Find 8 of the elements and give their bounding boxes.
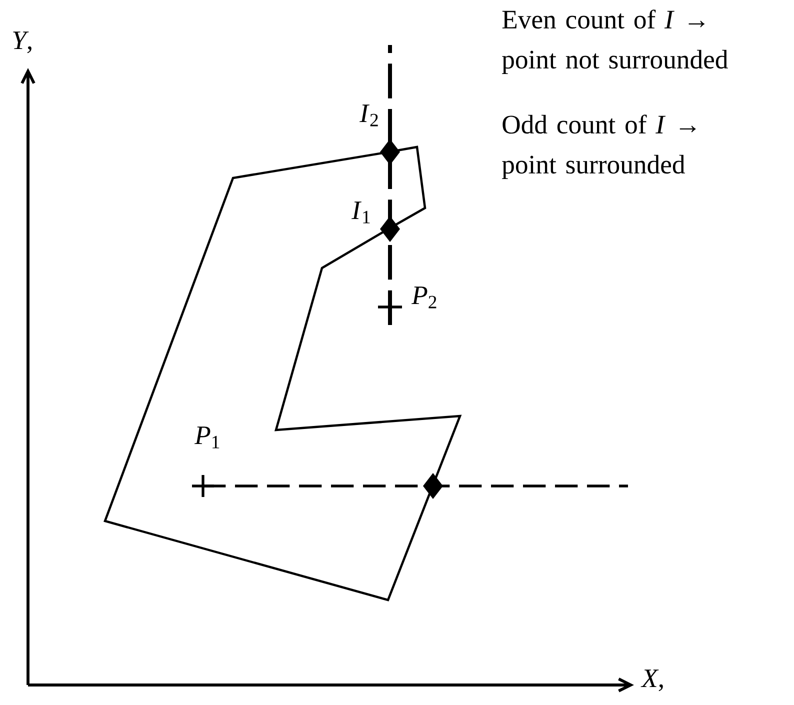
point-label: P$_{1}$ <box>194 426 220 448</box>
point-label: P$_{2}$ <box>411 286 436 308</box>
intersection-label: I$_{1}$ <box>352 202 370 224</box>
intersection-label: I$_{2}$ <box>360 104 378 126</box>
axis-label: Y, <box>13 32 32 54</box>
annotation-text: Odd count of I → point surrounded <box>502 114 696 180</box>
annotation-text: Even count of I → point not surrounded <box>502 10 728 74</box>
axis-label: X, <box>640 670 663 692</box>
